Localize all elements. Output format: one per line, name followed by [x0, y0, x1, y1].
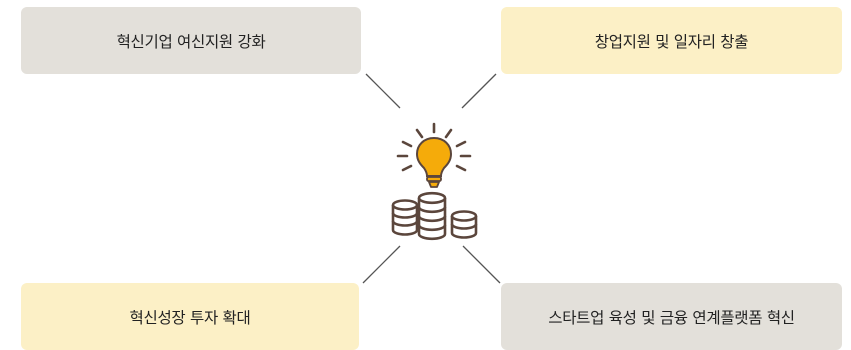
box-startup-platform-innovation: 스타트업 육성 및 금융 연계플랫폼 혁신: [501, 283, 842, 350]
box-label: 스타트업 육성 및 금융 연계플랫폼 혁신: [548, 308, 795, 327]
box-label: 창업지원 및 일자리 창출: [594, 32, 749, 51]
box-innovation-growth-investment: 혁신성장 투자 확대: [21, 283, 359, 350]
box-innovation-loan-support: 혁신기업 여신지원 강화: [21, 7, 361, 74]
coins-icon: [391, 191, 478, 241]
connector-top-right: [461, 73, 497, 109]
connector-bottom-right: [462, 245, 501, 284]
connector-top-left: [365, 73, 401, 109]
box-label: 혁신성장 투자 확대: [129, 308, 251, 327]
connector-bottom-left: [362, 245, 401, 284]
box-startup-job-creation: 창업지원 및 일자리 창출: [501, 7, 842, 74]
lightbulb-icon: [396, 122, 472, 188]
box-label: 혁신기업 여신지원 강화: [116, 32, 266, 51]
